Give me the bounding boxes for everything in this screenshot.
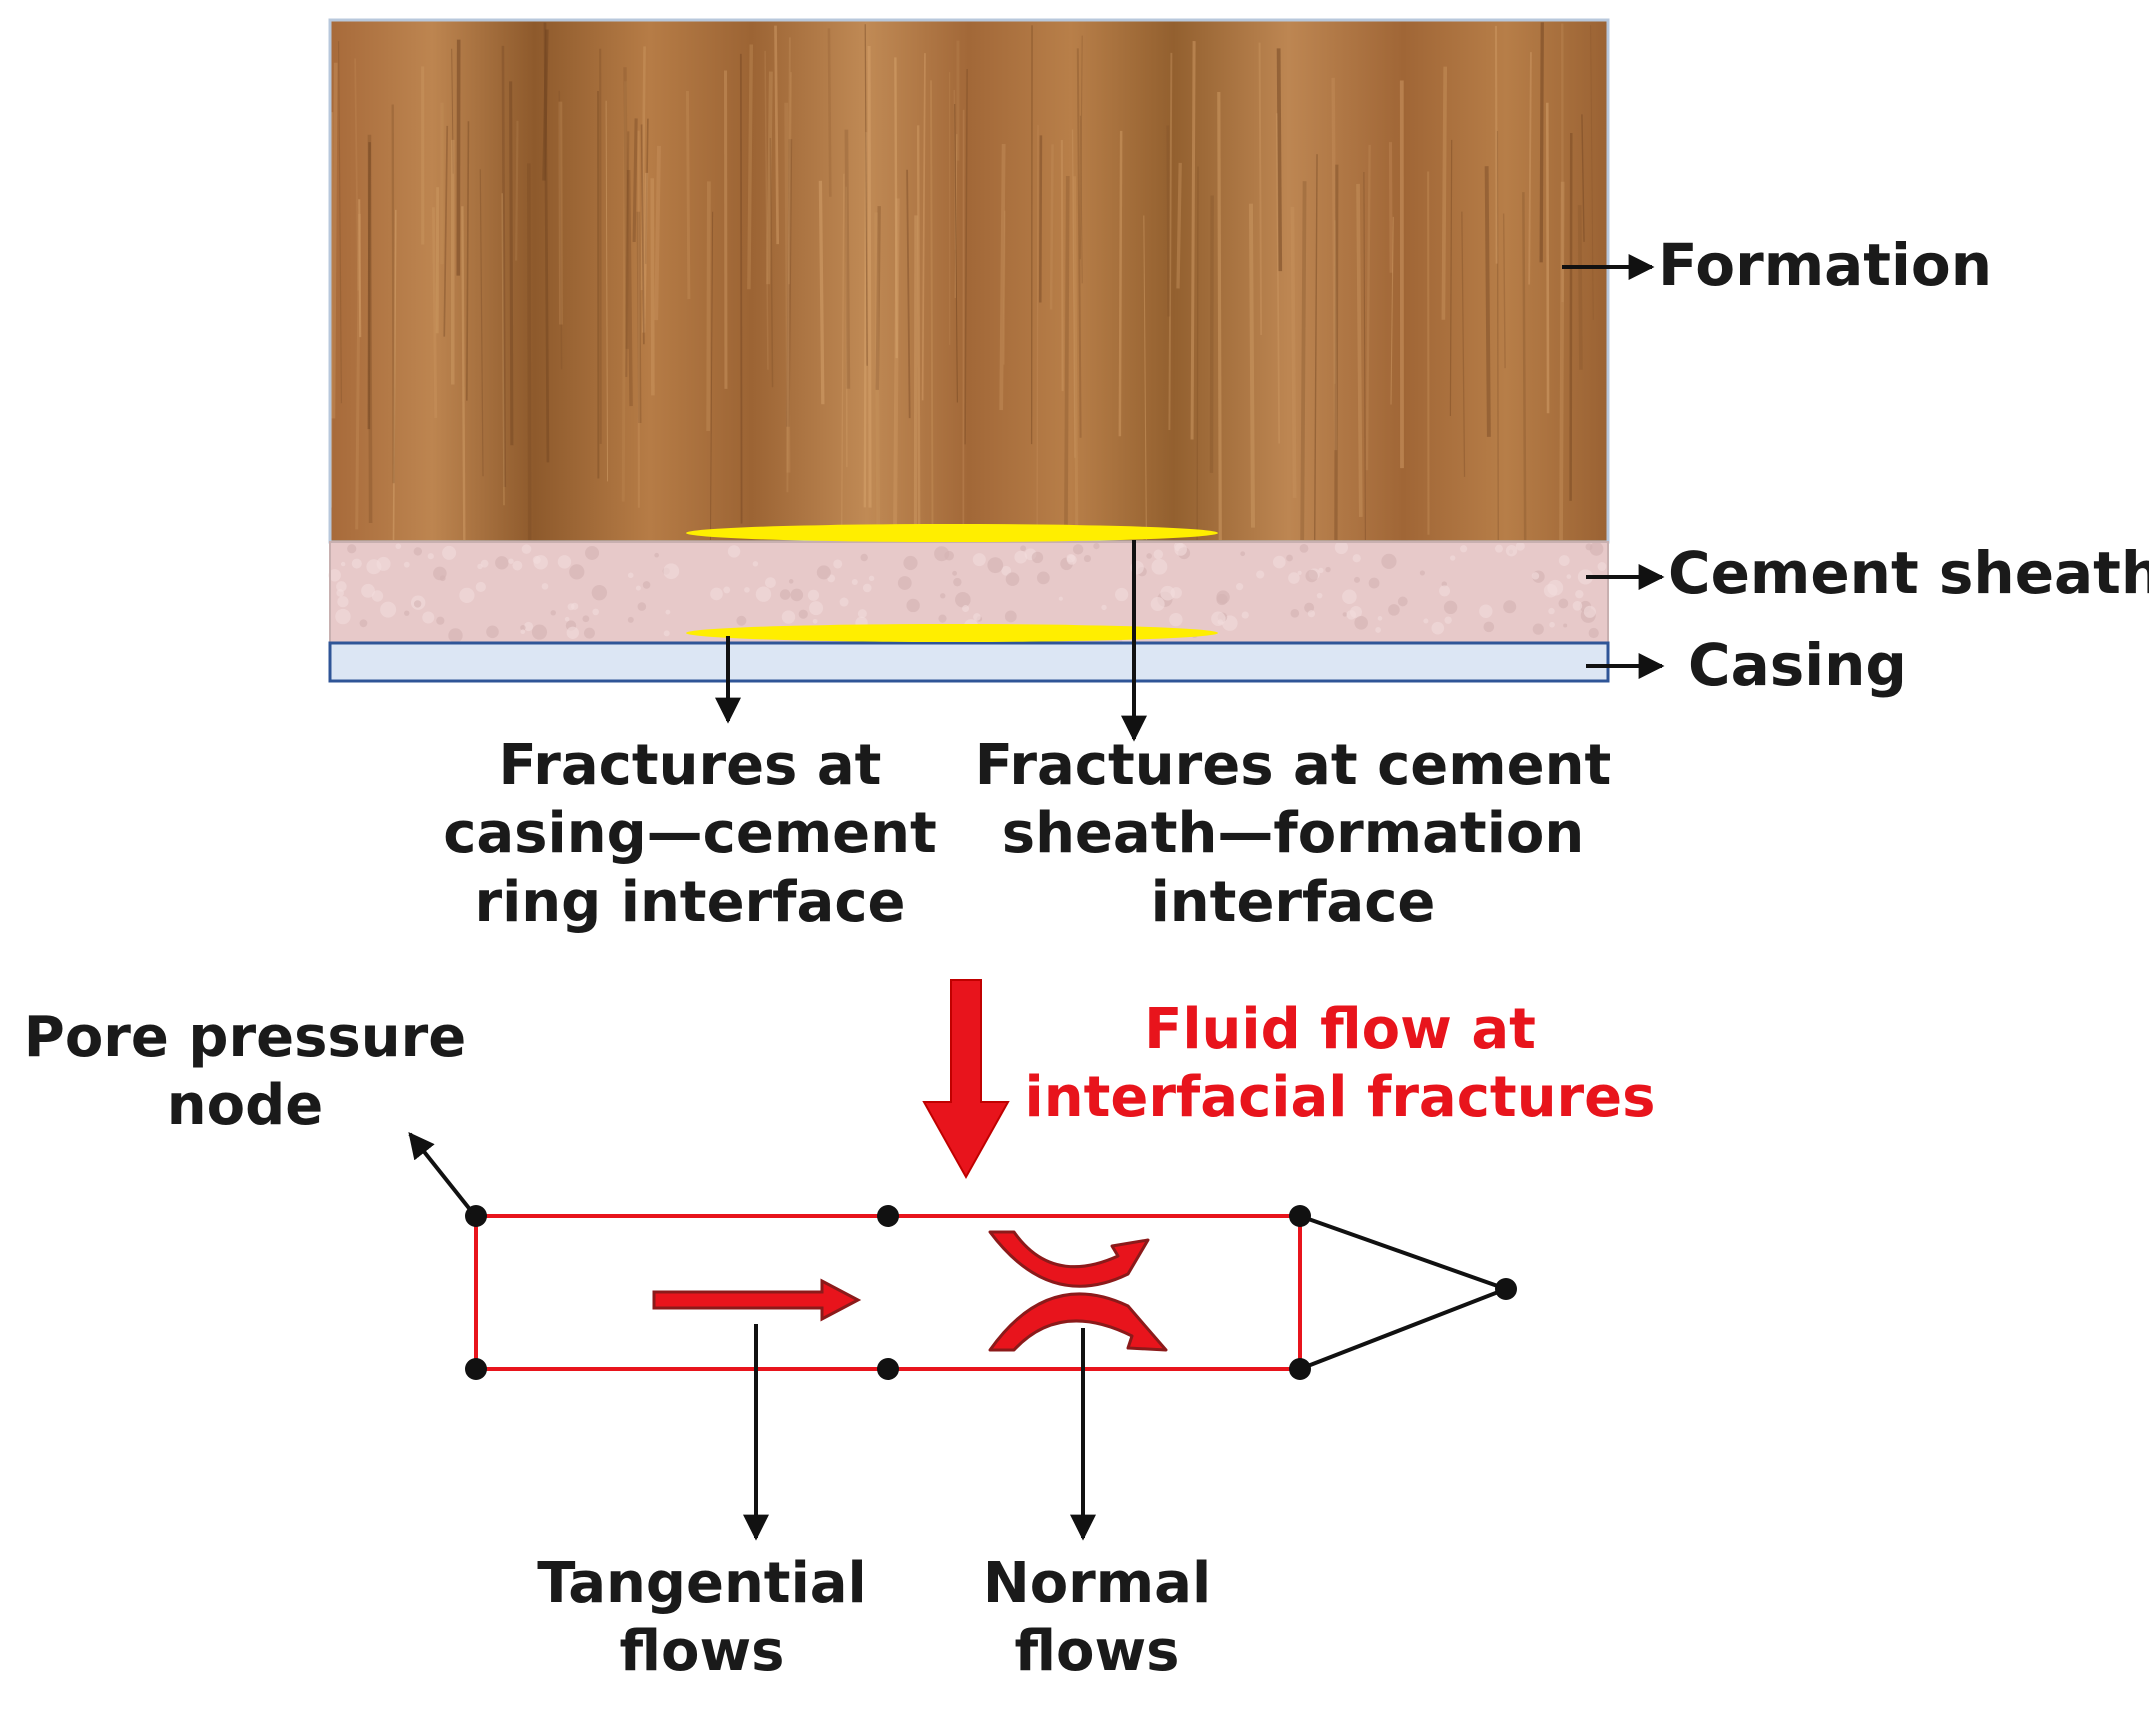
cement-formation-fracture-label: Fractures at cement sheath—formation int… <box>968 732 1618 937</box>
normal-line-1: Normal <box>982 1551 1212 1616</box>
casing-cement-fracture-label: Fractures at casing—cement ring interfac… <box>420 732 960 937</box>
pore-node-line-2: node <box>166 1073 324 1139</box>
cement-sheath-label: Cement sheath <box>1668 539 2149 607</box>
element-nodes <box>465 1205 1517 1380</box>
casing-cement-line-3: ring interface <box>474 869 906 935</box>
fluid-flow-title: Fluid flow at interfacial fractures <box>1020 996 1660 1133</box>
fluid-flow-down-arrow <box>922 979 1010 1180</box>
cement-formation-line-1: Fractures at cement <box>974 733 1612 798</box>
tangential-line-1: Tangential <box>537 1551 867 1616</box>
fracture-cement-formation <box>686 524 1218 542</box>
casing-cement-line-1: Fractures at <box>498 733 882 798</box>
pore-pressure-triangle <box>1299 1214 1512 1371</box>
fluid-flow-line-2: interfacial fractures <box>1024 1065 1656 1131</box>
pore-node-arrow <box>408 1131 474 1214</box>
fluid-flow-line-1: Fluid flow at <box>1144 997 1536 1062</box>
cement-formation-line-2: sheath—formation <box>1001 801 1585 867</box>
formation-layer <box>328 18 1610 544</box>
fracture-casing-cement <box>686 624 1218 642</box>
cement-texture <box>328 540 1607 646</box>
tangential-line-2: flows <box>619 1619 785 1685</box>
casing-layer <box>328 641 1610 683</box>
normal-flows-label: Normal flows <box>930 1550 1264 1687</box>
normal-flow-arrows <box>988 1230 1168 1352</box>
interface-element <box>474 1214 1302 1371</box>
formation-label: Formation <box>1658 231 1993 299</box>
cement-formation-line-3: interface <box>1150 869 1436 935</box>
pore-pressure-node-label: Pore pressure node <box>10 1004 480 1141</box>
tangential-flow-arrow <box>652 1278 862 1322</box>
normal-line-2: flows <box>1014 1619 1180 1685</box>
tangential-flows-label: Tangential flows <box>520 1550 884 1687</box>
pore-node-line-1: Pore pressure <box>23 1005 467 1070</box>
casing-label: Casing <box>1688 631 1907 699</box>
casing-cement-line-2: casing—cement <box>443 801 937 867</box>
wood-grain <box>329 22 1594 541</box>
